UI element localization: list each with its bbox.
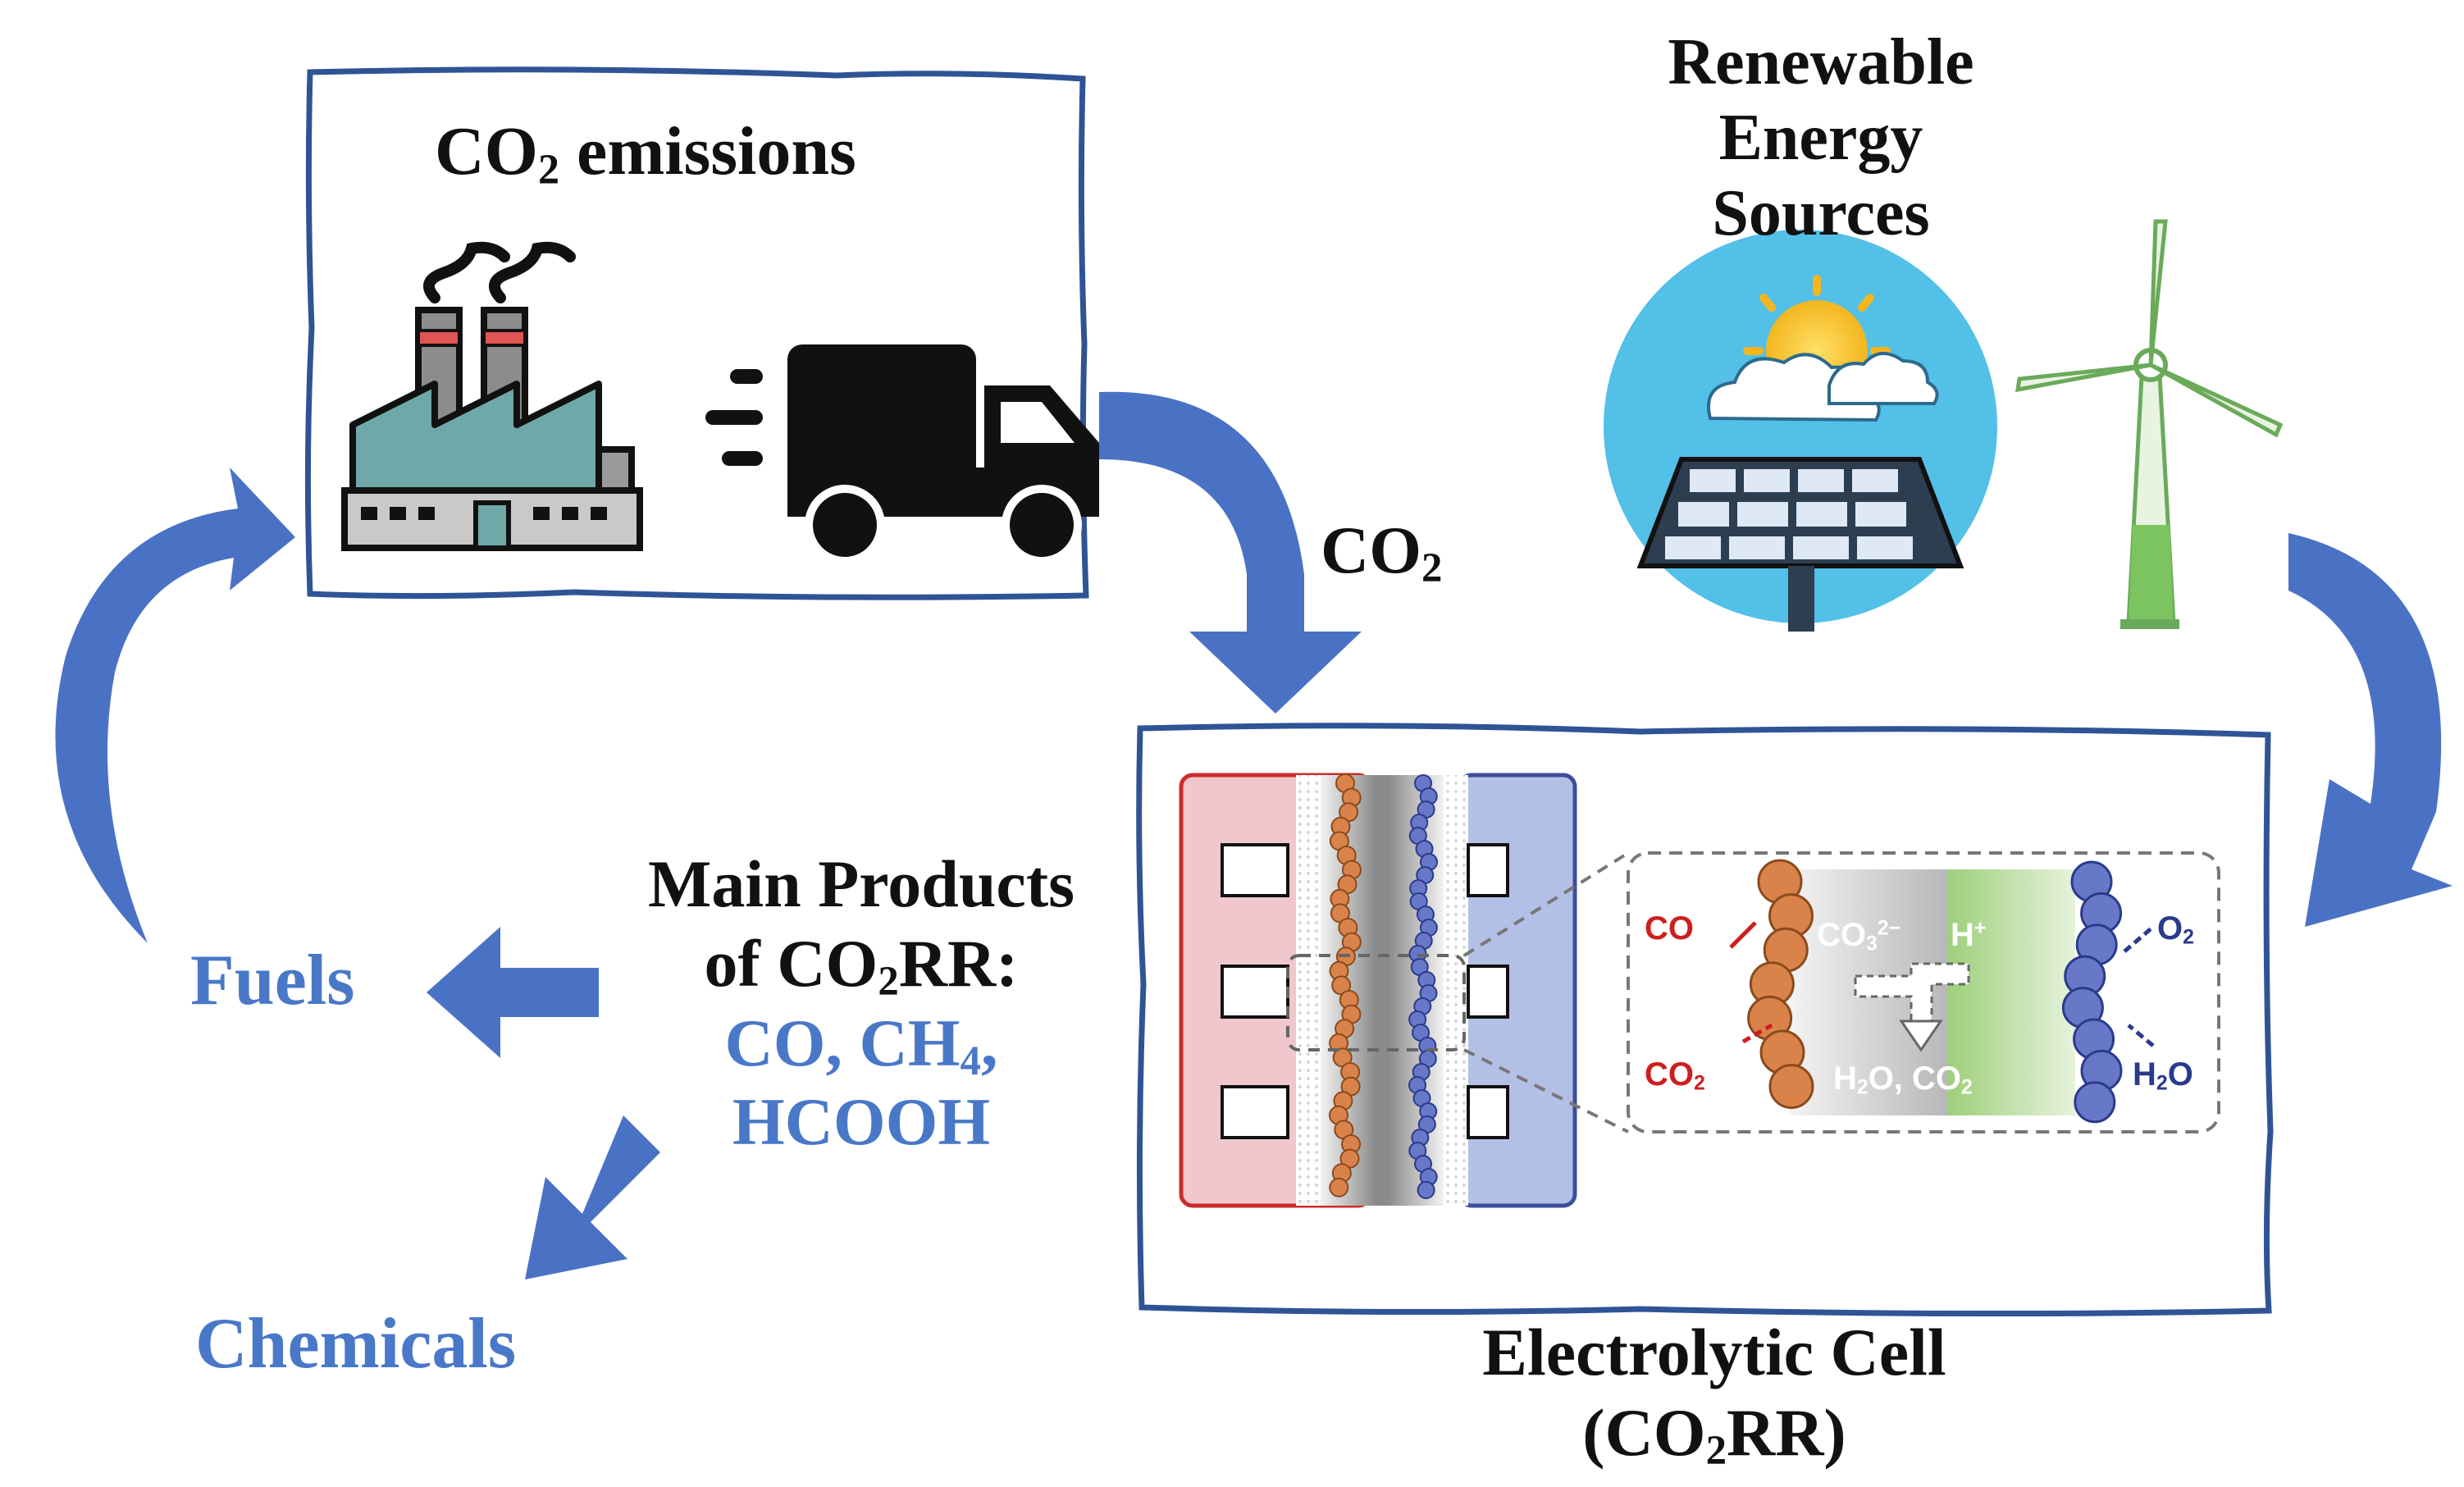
cell-title-line2-main: (CO <box>1582 1395 1706 1471</box>
factory-icon <box>341 241 643 551</box>
inset-proton-main: H <box>1951 917 1974 953</box>
cell-schematic <box>1179 773 1630 1208</box>
reaction-inset <box>1627 851 2220 1133</box>
products-line4: HCOOH <box>732 1084 991 1160</box>
products-line2: of CO2RR: <box>591 924 1132 1004</box>
inset-h2o-rest: O <box>2167 1056 2193 1092</box>
inset-carbonate-label: CO32− <box>1817 917 1901 954</box>
inset-o2-main: O <box>2157 910 2183 946</box>
inset-water-co2-h: H <box>1833 1061 1857 1097</box>
inset-proton-label: H+ <box>1951 917 1987 953</box>
products-line3-comma: , <box>980 1005 998 1080</box>
energy-flow-arrow <box>2288 533 2453 927</box>
products-line1: Main Products <box>647 846 1075 921</box>
cell-title-line1: Electrolytic Cell <box>1482 1315 1946 1389</box>
inset-co2-label: CO2 <box>1645 1056 1705 1095</box>
cathode-catalyst-particle <box>1329 1177 1349 1197</box>
inset-o2-subscript: 2 <box>2183 926 2194 949</box>
inset-water-co2-label: H2O, CO2 <box>1833 1061 1973 1099</box>
co2-arrow-label: CO2 <box>1321 517 1442 589</box>
inset-co-label: CO <box>1645 910 1694 946</box>
products-line2-subscript: 2 <box>878 957 899 1004</box>
inset-co3-subscript: 3 <box>1866 933 1878 956</box>
inset-h2o-subscript: 2 <box>2156 1072 2168 1095</box>
inset-water-co2-sub2: 2 <box>1961 1076 1973 1099</box>
cell-title-line2-rest: RR) <box>1726 1395 1846 1471</box>
inset-co2-main: CO <box>1645 1056 1694 1092</box>
products-to-chemicals-arrow <box>525 1115 660 1279</box>
truck-icon <box>705 344 1099 565</box>
inset-water-co2-mid: O, CO <box>1868 1061 1962 1097</box>
inset-co3-main: CO <box>1817 917 1866 953</box>
products-line3-subscript: 4 <box>960 1037 981 1083</box>
inset-water-co2-sub1: 2 <box>1856 1076 1869 1099</box>
wind-turbine-icon <box>2015 219 2284 629</box>
inset-o2-label: O2 <box>2157 910 2194 949</box>
products-line3-main: CO, CH <box>724 1005 961 1080</box>
inset-cathode-particle <box>1768 1064 1814 1110</box>
inset-co3-superscript: 2− <box>1877 917 1901 940</box>
inset-anode-particle <box>2074 1081 2116 1124</box>
renewable-title-line1: Renewable <box>1668 26 1974 98</box>
co2-arrow-label-subscript: 2 <box>1421 545 1443 591</box>
anode-catalyst-particle <box>1417 1181 1435 1199</box>
renewable-title-line2: Energy Sources <box>1712 102 1930 249</box>
emissions-title-subscript: 2 <box>538 146 560 194</box>
products-to-fuels-arrow <box>427 927 599 1058</box>
inset-proton-superscript: + <box>1973 917 1987 940</box>
cell-title-line2: (CO2RR) <box>1427 1393 2001 1473</box>
co2-flow-arrow <box>1099 391 1362 714</box>
products-line2-rest: RR: <box>898 925 1019 1001</box>
chemicals-label: Chemicals <box>195 1304 517 1384</box>
inset-co2-subscript: 2 <box>1694 1072 1705 1095</box>
fuels-to-emissions-arrow <box>55 468 295 943</box>
emissions-title-main: CO <box>435 113 538 189</box>
cell-title-line2-subscript: 2 <box>1705 1427 1727 1474</box>
products-line2-main: of CO <box>704 925 878 1001</box>
fuels-label: Fuels <box>190 941 355 1020</box>
emissions-title-rest: emissions <box>559 113 856 189</box>
electrolytic-cell-title: Electrolytic Cell (CO2RR) <box>1427 1312 2001 1474</box>
main-products-label: Main Products of CO2RR: CO, CH4, HCOOH <box>591 845 1132 1162</box>
solar-panel-icon <box>1604 230 1997 632</box>
emissions-title: CO2 emissions <box>435 117 856 191</box>
renewable-title: Renewable Energy Sources <box>1649 25 1993 251</box>
inset-h2o-label: H2O <box>2133 1056 2193 1095</box>
products-line3: CO, CH4, <box>591 1004 1132 1083</box>
co2-arrow-label-main: CO <box>1321 513 1421 587</box>
inset-h2o-main: H <box>2133 1056 2156 1092</box>
